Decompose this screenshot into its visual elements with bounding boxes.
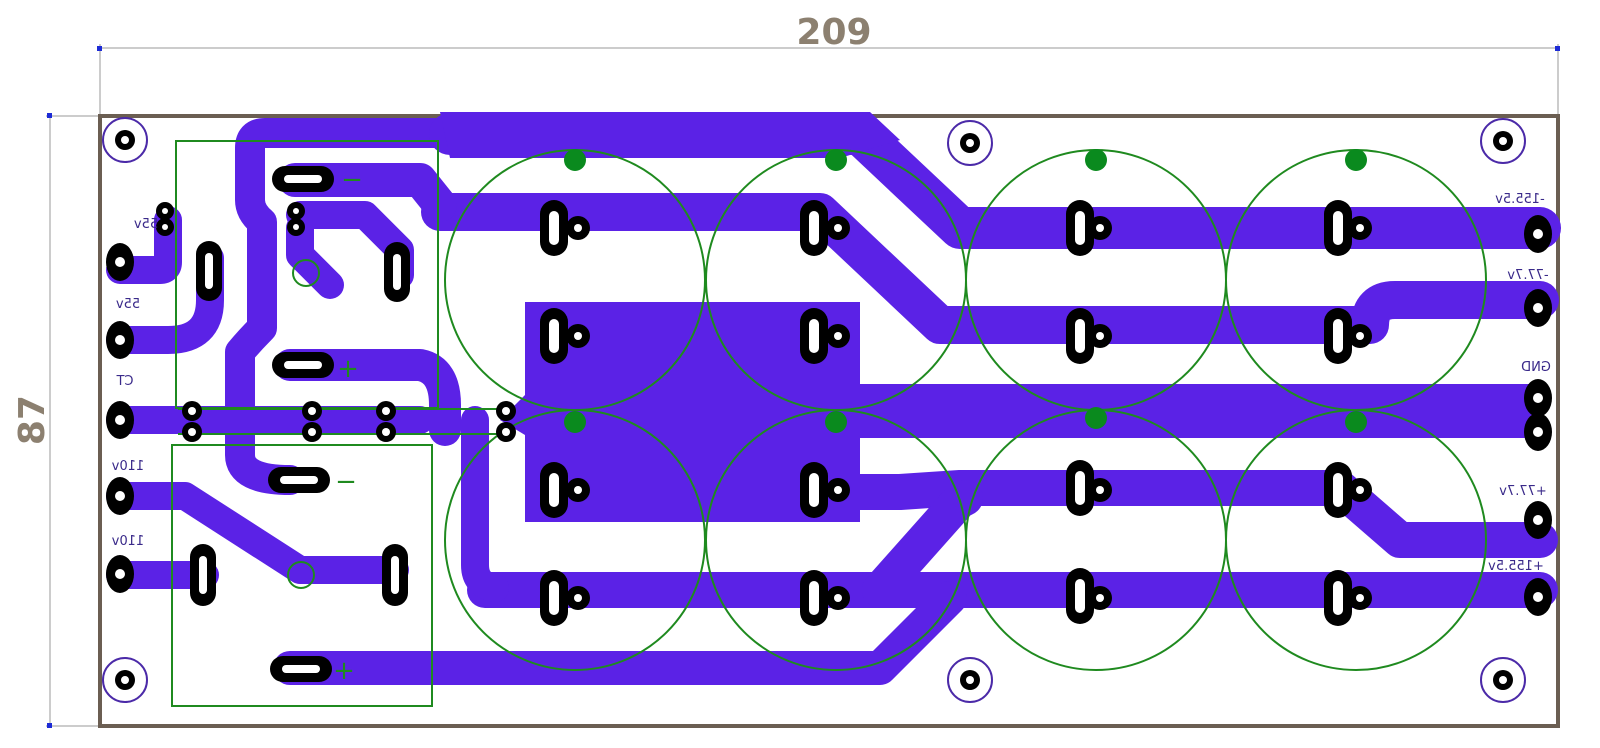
net-label-plus-77v: +77.7v: [1499, 484, 1547, 499]
dimension-lines: [46, 44, 1560, 728]
right-net-labels: -155.5v -77.7v GND +77.7v +155.5v: [1488, 192, 1551, 574]
net-label-plus-155v: +155.5v: [1488, 559, 1544, 574]
net-label-55v: 55v: [116, 297, 141, 312]
board-height-dimension: 87: [12, 395, 53, 445]
board-width-dimension: 209: [796, 12, 871, 53]
plus-mark: +: [337, 354, 359, 384]
net-label-110v: 110v: [111, 459, 144, 474]
minus-mark: −: [335, 467, 357, 497]
net-label-minus-77v: -77.7v: [1507, 268, 1549, 283]
net-label-minus-155v: -155.5v: [1495, 192, 1545, 207]
minus-mark: −: [341, 165, 363, 195]
plus-mark: +: [333, 656, 355, 686]
net-label-110v: 110v: [111, 534, 144, 549]
net-label-gnd: GND: [1521, 360, 1551, 375]
pads-layer: [102, 117, 1552, 703]
left-net-labels: 55v 55v CT 110v 110v: [111, 217, 158, 549]
polarity-marks: − + − +: [333, 165, 363, 686]
net-label-55v: 55v: [134, 217, 159, 232]
silkscreen-layer: [171, 140, 1487, 707]
copper-layer: [106, 112, 1561, 685]
net-label-ct: CT: [116, 374, 133, 389]
